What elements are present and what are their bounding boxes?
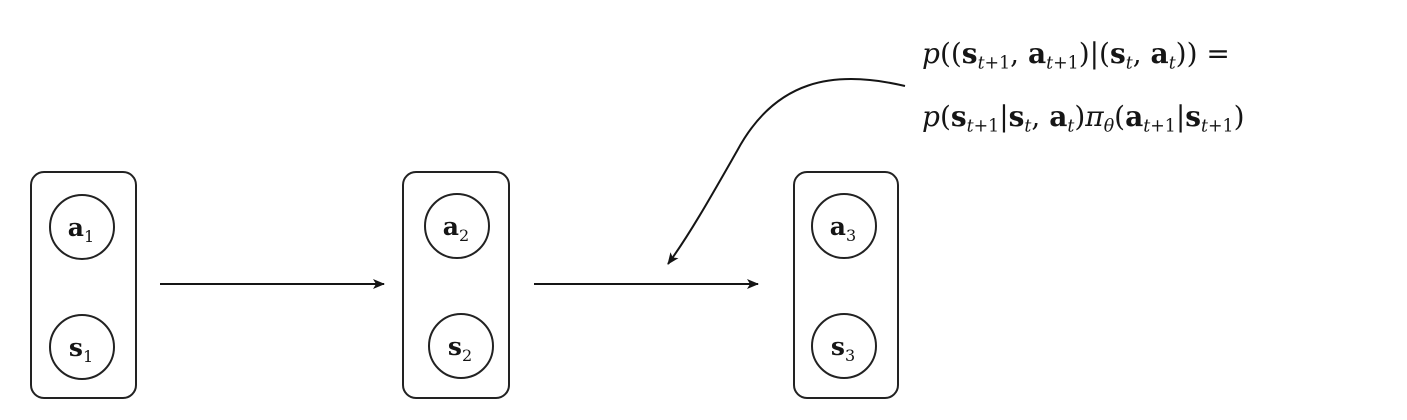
action-label-2: a2 bbox=[443, 212, 469, 245]
transition-probability-formula-line-1: p((st+1, at+1)|(st, at)) = bbox=[922, 37, 1230, 74]
annotation-pointer-curve bbox=[667, 77, 906, 265]
state-node-3 bbox=[811, 313, 877, 379]
state-action-group-3: a3 s3 bbox=[793, 171, 899, 399]
group-1-frame bbox=[30, 171, 137, 399]
state-action-group-1: a1 s1 bbox=[30, 171, 137, 399]
state-action-group-2: a2 s2 bbox=[402, 171, 510, 399]
state-node-2 bbox=[428, 313, 494, 379]
action-label-1: a1 bbox=[68, 213, 94, 246]
state-node-1 bbox=[49, 314, 115, 380]
state-label-1: s1 bbox=[69, 333, 93, 366]
state-label-3: s3 bbox=[831, 332, 855, 365]
action-node-1 bbox=[49, 194, 115, 260]
transition-probability-formula-line-2: p(st+1|st, at)πθ(at+1|st+1) bbox=[922, 100, 1245, 137]
state-label-2: s2 bbox=[448, 332, 472, 365]
group-3-frame bbox=[793, 171, 899, 399]
action-node-2 bbox=[424, 193, 490, 259]
action-label-3: a3 bbox=[830, 212, 856, 245]
group-2-frame bbox=[402, 171, 510, 399]
action-node-3 bbox=[811, 193, 877, 259]
